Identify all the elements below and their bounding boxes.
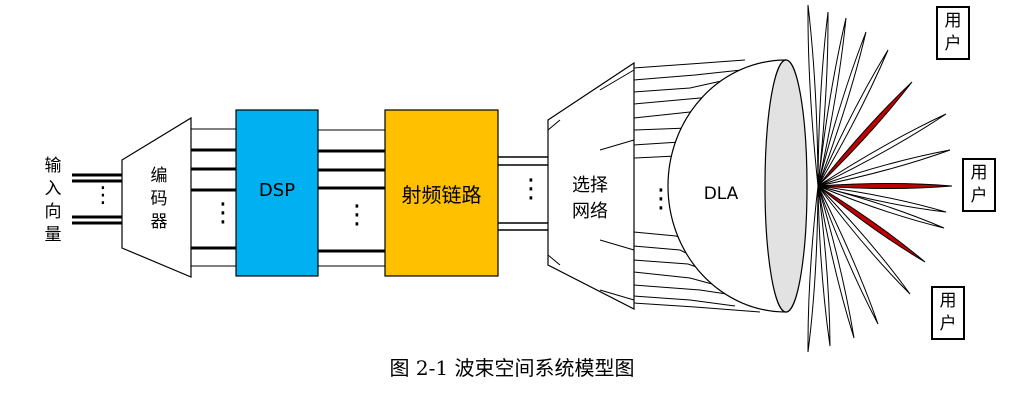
beam [817,149,951,187]
user-box-bottom: 用户 [931,286,965,340]
beam [817,185,947,213]
input-lines [72,173,122,225]
beam [817,185,855,339]
rf-selection-lines [498,156,548,231]
ellipsis-encoder-dsp: ⋮ [210,198,236,228]
beam [817,11,829,187]
ellipsis-input: ⋮ [92,183,114,208]
beam [817,185,879,325]
dsp-label: DSP [258,180,296,201]
beam [807,4,819,187]
dsp-rf-lines [318,129,385,267]
encoder-dsp-lines [191,128,236,267]
beam [817,185,945,229]
beam [817,113,947,187]
encoder-block [121,116,192,278]
beam [817,17,847,187]
dsp-block [235,109,319,277]
rf-chain-label: 射频链路 [401,183,482,207]
beam-highlighted [817,183,953,189]
beam [817,185,831,347]
encoder-label: 编码器 [150,166,168,232]
beam [807,185,819,353]
beam-fan [807,4,953,353]
dla-label: DLA [703,184,739,204]
user-box-middle: 用户 [962,158,996,212]
input-vector-label: 输入向量 [44,156,62,245]
rf-chain-block [384,109,499,277]
selection-network-label: 选择网络 [572,175,608,222]
selection-connectors [547,69,635,301]
dla-lens [667,59,808,313]
beam-highlighted [817,185,926,263]
beam-highlighted [817,81,913,187]
figure-caption: 图 2-1 波束空间系统模型图 [389,356,635,380]
selection-network-block [547,61,635,310]
user-box-top: 用户 [936,6,970,60]
beam [817,31,867,187]
ellipsis-dsp-rf: ⋮ [344,200,370,230]
beam [817,49,889,187]
ellipsis-selection-lens: ⋮ [648,184,674,214]
beam [817,185,911,295]
ellipsis-rf-selection: ⋮ [518,174,544,204]
